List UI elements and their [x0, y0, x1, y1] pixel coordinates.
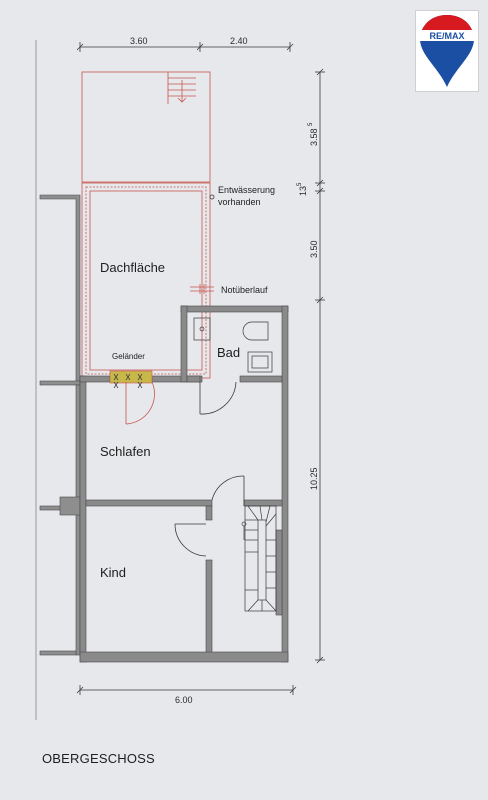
room-label-bad: Bad: [217, 345, 240, 360]
bath-fixtures: [193, 317, 273, 373]
dim-top-2: 2.40: [230, 36, 248, 46]
right-dimension: [315, 68, 325, 664]
doors-gray: [174, 381, 245, 557]
remax-balloon-icon: RE/MAX: [420, 15, 474, 87]
bottom-dimension: [76, 685, 297, 695]
note-entwaesserung-1: Entwässerung: [218, 185, 275, 195]
overflow-marker: [190, 284, 214, 294]
top-stair: [167, 72, 196, 104]
staircase: [241, 505, 277, 612]
plan-title: OBERGESCHOSS: [42, 751, 155, 766]
main-walls: [79, 305, 289, 663]
dim-right-3: 3.50: [309, 240, 319, 258]
note-gelaender: Geländer: [112, 352, 145, 361]
note-entwaesserung-2: vorhanden: [218, 197, 261, 207]
dim-right-1-sup: 5: [308, 122, 314, 126]
neighbor-walls: [39, 194, 81, 656]
dim-right-4: 10.25: [309, 467, 319, 490]
remax-logo-text: RE/MAX: [429, 31, 464, 41]
dim-right-2-sup: 5: [297, 182, 303, 186]
room-label-kind: Kind: [100, 565, 126, 580]
railing-hatch: [109, 370, 153, 389]
room-label-schlafen: Schlafen: [100, 444, 151, 459]
dim-bottom: 6.00: [175, 695, 193, 705]
terrace-area: [81, 71, 211, 379]
dim-right-2: 13: [298, 186, 308, 196]
top-dimension: [76, 42, 294, 52]
room-label-dachflaeche: Dachfläche: [100, 260, 165, 275]
doors: [125, 381, 155, 425]
dim-right-1: 3.58: [309, 128, 319, 146]
note-notueberlauf: Notüberlauf: [221, 285, 268, 295]
drain-marker: [209, 194, 215, 200]
remax-logo: RE/MAX: [415, 10, 479, 92]
dim-top-1: 3.60: [130, 36, 148, 46]
